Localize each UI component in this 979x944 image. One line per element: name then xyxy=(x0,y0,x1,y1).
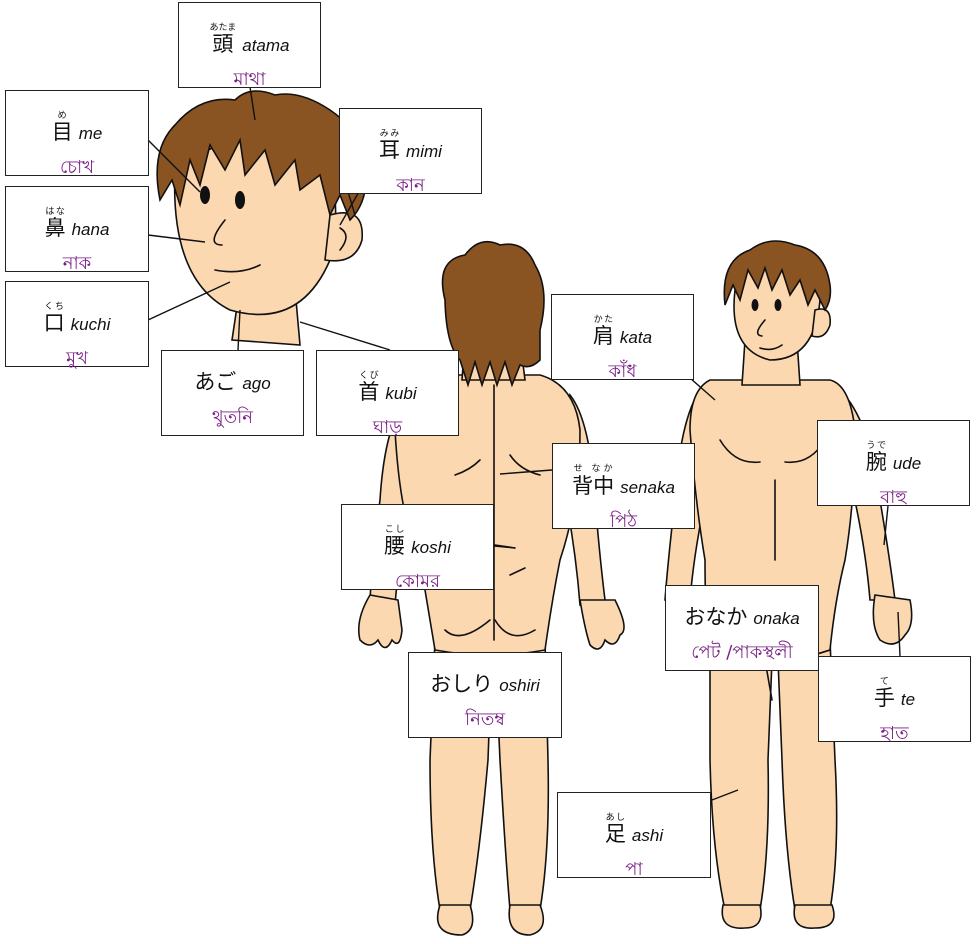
label-kubi-bengali: ঘাড় xyxy=(317,417,458,439)
label-atama-kanji: 頭 xyxy=(210,32,237,56)
label-kata: 肩かた kata কাঁধ xyxy=(551,294,694,380)
label-senaka-romaji: senaka xyxy=(620,478,675,497)
label-ude-romaji: ude xyxy=(893,454,921,473)
label-me-kanji: 目 xyxy=(52,120,73,144)
label-hana-kanji: 鼻 xyxy=(45,216,66,240)
label-ashi-ruby: あし xyxy=(605,813,626,823)
label-ashi: 足あし ashi পা xyxy=(557,792,711,878)
label-senaka-bengali: পিঠ xyxy=(553,511,694,533)
label-me: 目め me চোখ xyxy=(5,90,149,176)
label-senaka: 背中せ なかsenaka পিঠ xyxy=(552,443,695,529)
label-ago-bengali: থুতনি xyxy=(162,407,303,429)
head-closeup xyxy=(157,91,366,345)
label-mimi: 耳みみ mimi কান xyxy=(339,108,482,194)
label-ude-bengali: বাহু xyxy=(818,487,969,509)
label-oshiri: おしり oshiri নিতম্ব xyxy=(408,652,562,738)
label-mimi-kanji: 耳 xyxy=(379,138,400,162)
label-me-ruby: め xyxy=(52,111,73,121)
label-senaka-kanji: 背中 xyxy=(572,474,614,498)
label-oshiri-bengali: নিতম্ব xyxy=(409,709,561,731)
label-kuchi-romaji: kuchi xyxy=(71,315,111,334)
label-hana: 鼻はな hana নাক xyxy=(5,186,149,272)
label-senaka-ruby: せ なか xyxy=(572,464,614,474)
label-ago-kana: あご xyxy=(194,370,236,394)
label-onaka-kana: おなか xyxy=(684,605,747,629)
label-kuchi-ruby: くち xyxy=(44,302,65,312)
label-kubi-romaji: kubi xyxy=(385,384,416,403)
label-kubi-kanji: 首 xyxy=(358,380,379,404)
front-left-leg xyxy=(710,650,772,910)
label-ashi-kanji: 足 xyxy=(605,822,626,846)
label-onaka-romaji: onaka xyxy=(753,609,799,628)
label-oshiri-romaji: oshiri xyxy=(499,676,540,695)
label-kuchi: 口くち kuchi মুখ xyxy=(5,281,149,367)
label-kubi: 首くび kubi ঘাড় xyxy=(316,350,459,436)
label-mimi-ruby: みみ xyxy=(379,129,400,139)
label-hana-ruby: はな xyxy=(45,207,66,217)
label-onaka-bengali: পেট /পাকস্থলী xyxy=(666,642,818,664)
label-kata-kanji: 肩 xyxy=(593,324,614,348)
label-te: 手て te হাত xyxy=(818,656,971,742)
label-ude: 腕うで ude বাহু xyxy=(817,420,970,506)
label-koshi-ruby: こし xyxy=(384,525,405,535)
label-kubi-ruby: くび xyxy=(358,371,379,381)
label-ago-romaji: ago xyxy=(242,374,270,393)
label-atama: 頭あたま atama মাথা xyxy=(178,2,321,88)
label-koshi-bengali: কোমর xyxy=(342,571,493,593)
label-koshi: 腰こし koshi কোমর xyxy=(341,504,494,590)
label-kata-bengali: কাঁধ xyxy=(552,361,693,383)
label-ude-kanji: 腕 xyxy=(866,450,887,474)
label-kata-romaji: kata xyxy=(620,328,652,347)
label-ude-ruby: うで xyxy=(866,441,887,451)
label-te-kanji: 手 xyxy=(874,686,895,710)
label-hana-romaji: hana xyxy=(72,220,110,239)
label-kuchi-kanji: 口 xyxy=(44,311,65,335)
label-te-romaji: te xyxy=(901,690,915,709)
label-ashi-romaji: ashi xyxy=(632,826,663,845)
label-atama-ruby: あたま xyxy=(210,23,237,33)
label-atama-romaji: atama xyxy=(242,36,289,55)
label-hana-bengali: নাক xyxy=(6,253,148,275)
label-kata-ruby: かた xyxy=(593,315,614,325)
label-koshi-kanji: 腰 xyxy=(384,534,405,558)
label-oshiri-kana: おしり xyxy=(430,672,493,696)
label-ashi-bengali: পা xyxy=(558,859,710,881)
label-me-romaji: me xyxy=(79,124,103,143)
label-kuchi-bengali: মুখ xyxy=(6,348,148,370)
label-te-bengali: হাত xyxy=(819,723,970,745)
label-mimi-romaji: mimi xyxy=(406,142,442,161)
label-onaka: おなか onaka পেট /পাকস্থলী xyxy=(665,585,819,671)
label-mimi-bengali: কান xyxy=(340,175,481,197)
label-atama-bengali: মাথা xyxy=(179,69,320,91)
label-ago: あご ago থুতনি xyxy=(161,350,304,436)
label-koshi-romaji: koshi xyxy=(411,538,451,557)
label-te-ruby: て xyxy=(874,677,895,687)
label-me-bengali: চোখ xyxy=(6,157,148,179)
